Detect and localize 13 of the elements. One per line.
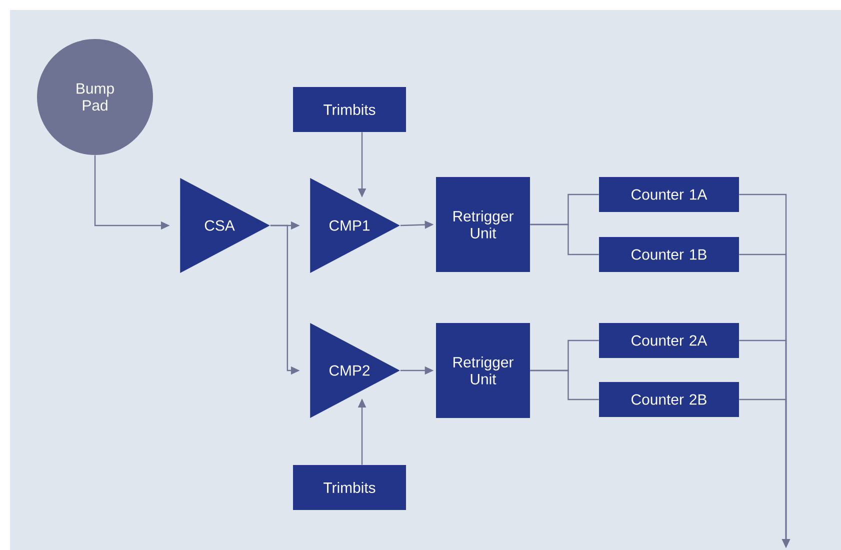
counter-box: Counter 1A [599,177,739,212]
trimbits-box: Trimbits [293,87,406,132]
counter-box: Counter 2A [599,323,739,358]
retrigger-box: Retrigger Unit [436,177,530,272]
comparator-triangle: CMP1 [310,178,400,273]
comparator-triangle: CMP2 [310,323,400,418]
counter-box: Counter 1B [599,237,739,272]
amplifier-triangle: CSA [180,178,270,273]
retrigger-box: Retrigger Unit [436,323,530,418]
connector [530,224,599,256]
counter-box: Counter 2B [599,382,739,417]
connector [530,370,599,400]
trimbits-box: Trimbits [293,465,406,510]
